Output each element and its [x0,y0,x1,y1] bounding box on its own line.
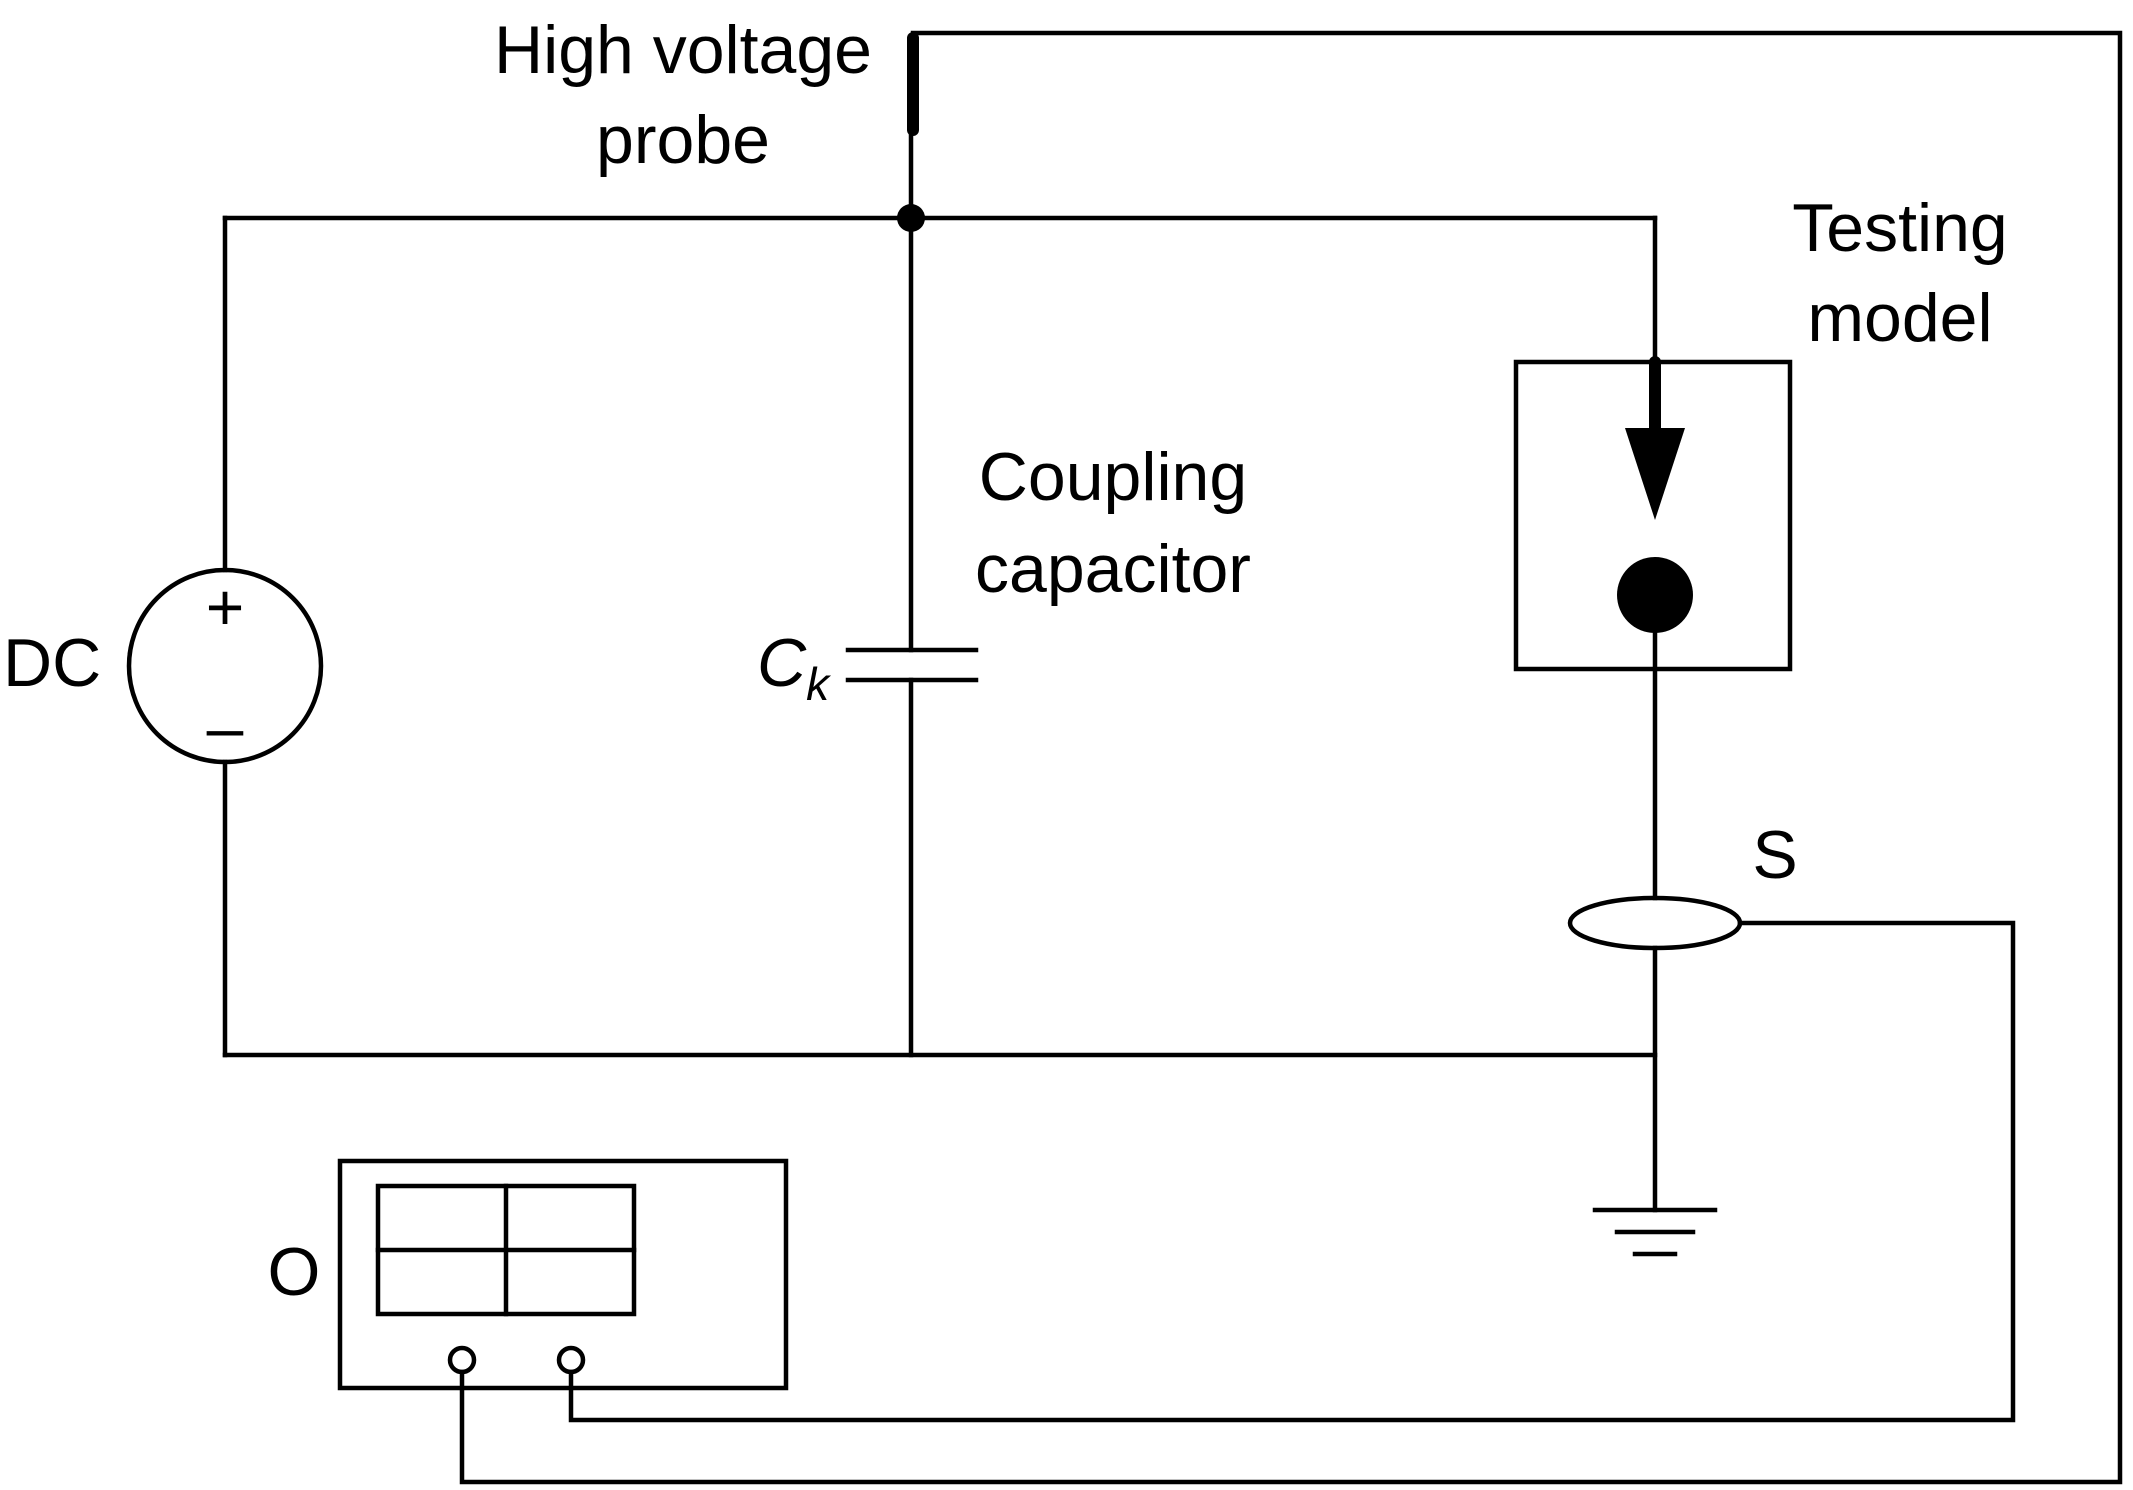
oscilloscope-terminal-1 [447,1345,477,1375]
sensor-label: S [1752,817,1797,893]
model-label-line1: Testing [1792,190,2007,266]
capacitor-symbol-label: Ck [757,625,831,710]
oscilloscope-terminal-2 [556,1345,586,1375]
model-label-line2: model [1807,280,1992,356]
coupling-label-line2: capacitor [975,531,1251,607]
dc-minus-sign: – [207,690,244,764]
oscilloscope-label: O [268,1234,321,1310]
probe-label-line2: probe [596,102,770,178]
coupling-label-line1: Coupling [979,439,1247,515]
probe-junction-dot [897,204,925,232]
capacitor-subscript: k [806,658,831,710]
sensor-signal-wire [568,920,2016,1423]
oscilloscope-body [337,1158,789,1391]
dc-source-label: DC [3,625,101,701]
needle-arrow-head [1625,428,1685,520]
dc-source [126,567,324,765]
capacitor-symbol: C [757,625,807,701]
current-sensor [1567,895,1743,951]
dc-plus-sign: + [206,570,245,644]
probe-label-line1: High voltage [494,12,872,88]
probe-lead-wire [459,30,2123,1485]
